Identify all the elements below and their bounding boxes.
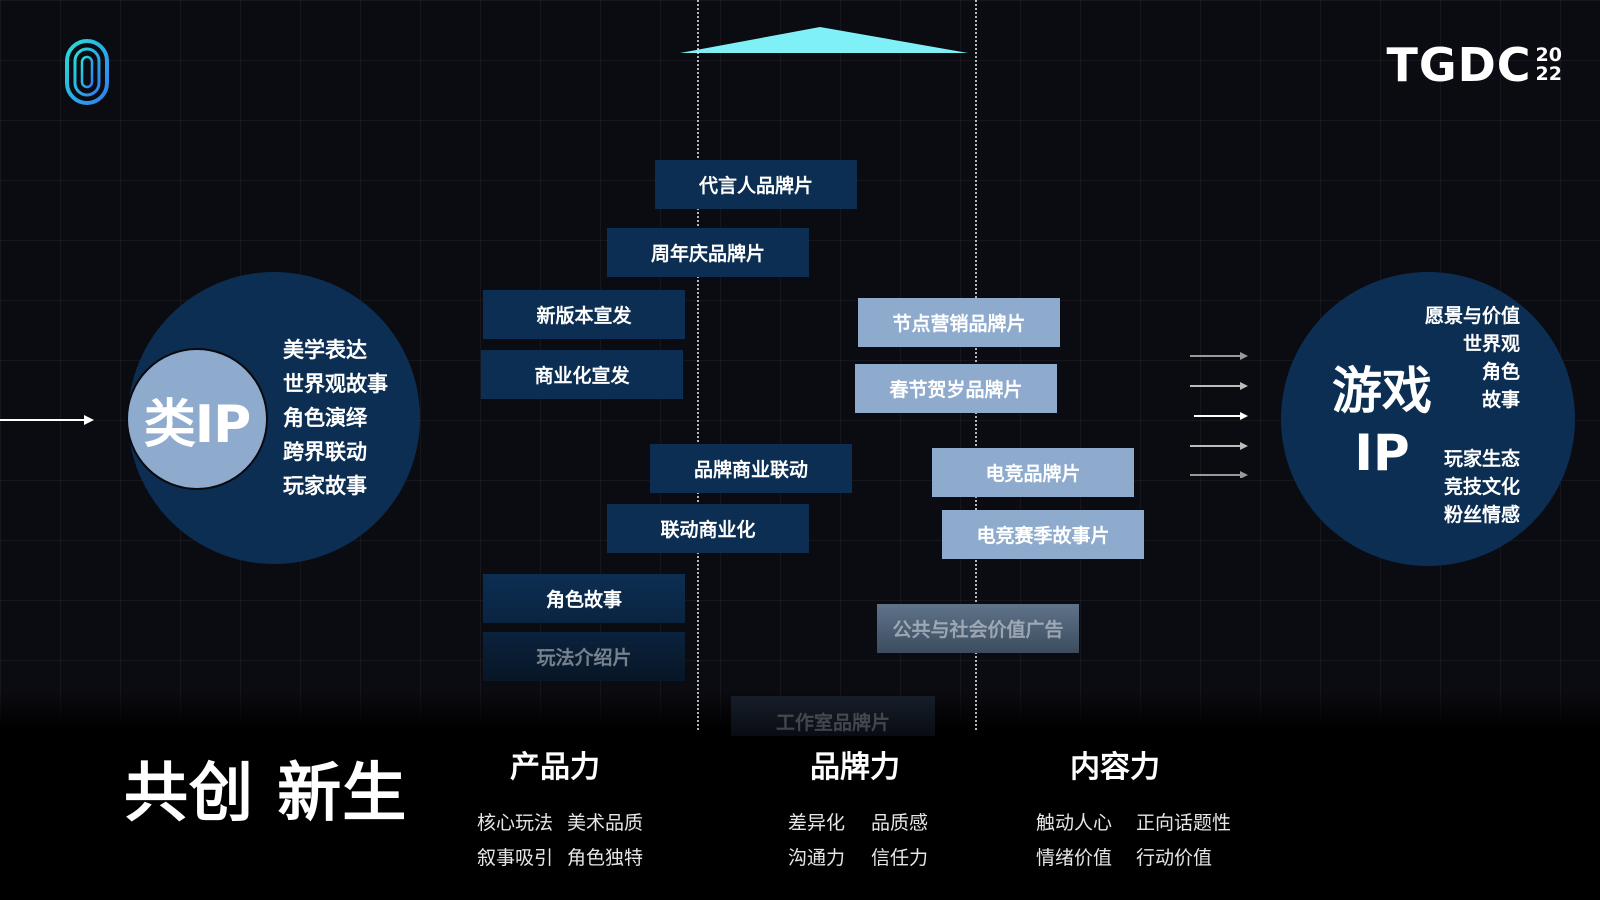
pillar-product-items: 核心玩法 美术品质 叙事吸引 角色独特 <box>477 808 643 870</box>
label-esports-season: 电竞赛季故事片 <box>942 510 1144 559</box>
guide-line-left <box>697 0 699 730</box>
label-esports-brand: 电竞品牌片 <box>932 448 1134 497</box>
label-spokesperson: 代言人品牌片 <box>655 160 857 209</box>
game-ip-list-bottom: 玩家生态 竞技文化 粉丝情感 <box>1444 445 1520 529</box>
game-ip-circle <box>1281 272 1575 566</box>
quasi-ip-item: 美学表达 <box>283 338 367 362</box>
right-arrows-group <box>1190 352 1248 478</box>
label-spring-festival: 春节贺岁品牌片 <box>855 364 1057 413</box>
pillar-content: 内容力 <box>1070 742 1160 786</box>
arrow-right-icon <box>1190 442 1248 450</box>
pillar-title: 产品力 <box>510 750 600 785</box>
pillar-item: 美术品质 <box>567 812 644 834</box>
pillar-item: 沟通力 <box>788 847 846 869</box>
brand-name: TGDC <box>1386 38 1532 92</box>
top-triangle-marker <box>680 27 968 53</box>
pillar-item: 角色独特 <box>567 847 644 869</box>
game-ip-item: 愿景与价值 <box>1424 305 1520 327</box>
label-public-value: 公共与社会价值广告 <box>877 604 1079 653</box>
label-character-story: 角色故事 <box>483 574 685 623</box>
game-ip-title-line2: IP <box>1354 424 1410 482</box>
pillar-title: 品牌力 <box>810 750 900 785</box>
arrow-right-icon <box>1190 382 1248 390</box>
game-ip-list-top: 愿景与价值 世界观 角色 故事 <box>1425 302 1520 414</box>
label-node-marketing: 节点营销品牌片 <box>858 298 1060 347</box>
quasi-ip-item: 世界观故事 <box>283 372 388 396</box>
game-ip-item: 世界观 <box>1462 333 1520 355</box>
brand-year-top: 20 <box>1535 44 1562 66</box>
arrow-right-icon <box>1194 412 1248 420</box>
pillar-content-items: 触动人心 正向话题性 情绪价值 行动价值 <box>1036 808 1231 870</box>
quasi-ip-list: 美学表达 世界观故事 角色演绎 跨界联动 玩家故事 <box>283 333 423 503</box>
quasi-ip-item: 玩家故事 <box>283 474 367 498</box>
tgdc-brand-logo: TGDC 20 22 <box>1386 42 1562 88</box>
pillar-item: 品质感 <box>871 812 929 834</box>
pillar-item: 触动人心 <box>1036 812 1113 834</box>
quasi-ip-title: 类IP <box>143 394 251 455</box>
pillar-item: 行动价值 <box>1136 847 1213 869</box>
pillar-title: 内容力 <box>1070 750 1160 785</box>
label-gameplay-intro: 玩法介绍片 <box>483 632 685 681</box>
left-input-arrow <box>0 415 94 425</box>
label-brand-collab: 品牌商业联动 <box>650 444 852 493</box>
game-ip-item: 竞技文化 <box>1443 476 1520 498</box>
game-ip-title: 游戏 IP <box>1322 360 1442 484</box>
label-studio-brand: 工作室品牌片 <box>731 696 935 736</box>
label-anniversary: 周年庆品牌片 <box>607 228 809 277</box>
pillar-item: 正向话题性 <box>1136 812 1232 834</box>
game-ip-item: 玩家生态 <box>1443 448 1520 470</box>
game-ip-item: 角色 <box>1481 361 1520 383</box>
label-collab-commercial: 联动商业化 <box>607 504 809 553</box>
game-ip-item: 粉丝情感 <box>1443 504 1520 526</box>
pillar-item: 差异化 <box>788 812 846 834</box>
pillar-item: 信任力 <box>871 847 929 869</box>
pillar-brand: 品牌力 <box>810 742 900 786</box>
company-logo-icon <box>65 39 109 105</box>
pillar-item: 情绪价值 <box>1036 847 1113 869</box>
pillar-brand-items: 差异化 品质感 沟通力 信任力 <box>788 808 928 870</box>
quasi-ip-item: 角色演绎 <box>283 406 367 430</box>
label-new-version: 新版本宣发 <box>483 290 685 339</box>
pillar-product: 产品力 <box>510 742 600 786</box>
pillar-item: 叙事吸引 <box>477 847 554 869</box>
arrow-right-icon <box>1190 352 1248 360</box>
pillar-item: 核心玩法 <box>477 812 554 834</box>
slogan: 共创 新生 <box>124 757 408 831</box>
game-ip-item: 故事 <box>1481 389 1520 411</box>
arrow-right-icon <box>1190 471 1248 478</box>
brand-year-bottom: 22 <box>1535 63 1562 85</box>
quasi-ip-core: 类IP <box>126 348 268 490</box>
game-ip-title-line1: 游戏 <box>1332 362 1432 420</box>
brand-year: 20 22 <box>1536 46 1562 84</box>
quasi-ip-item: 跨界联动 <box>283 440 367 464</box>
label-commercial-release: 商业化宣发 <box>481 350 683 399</box>
